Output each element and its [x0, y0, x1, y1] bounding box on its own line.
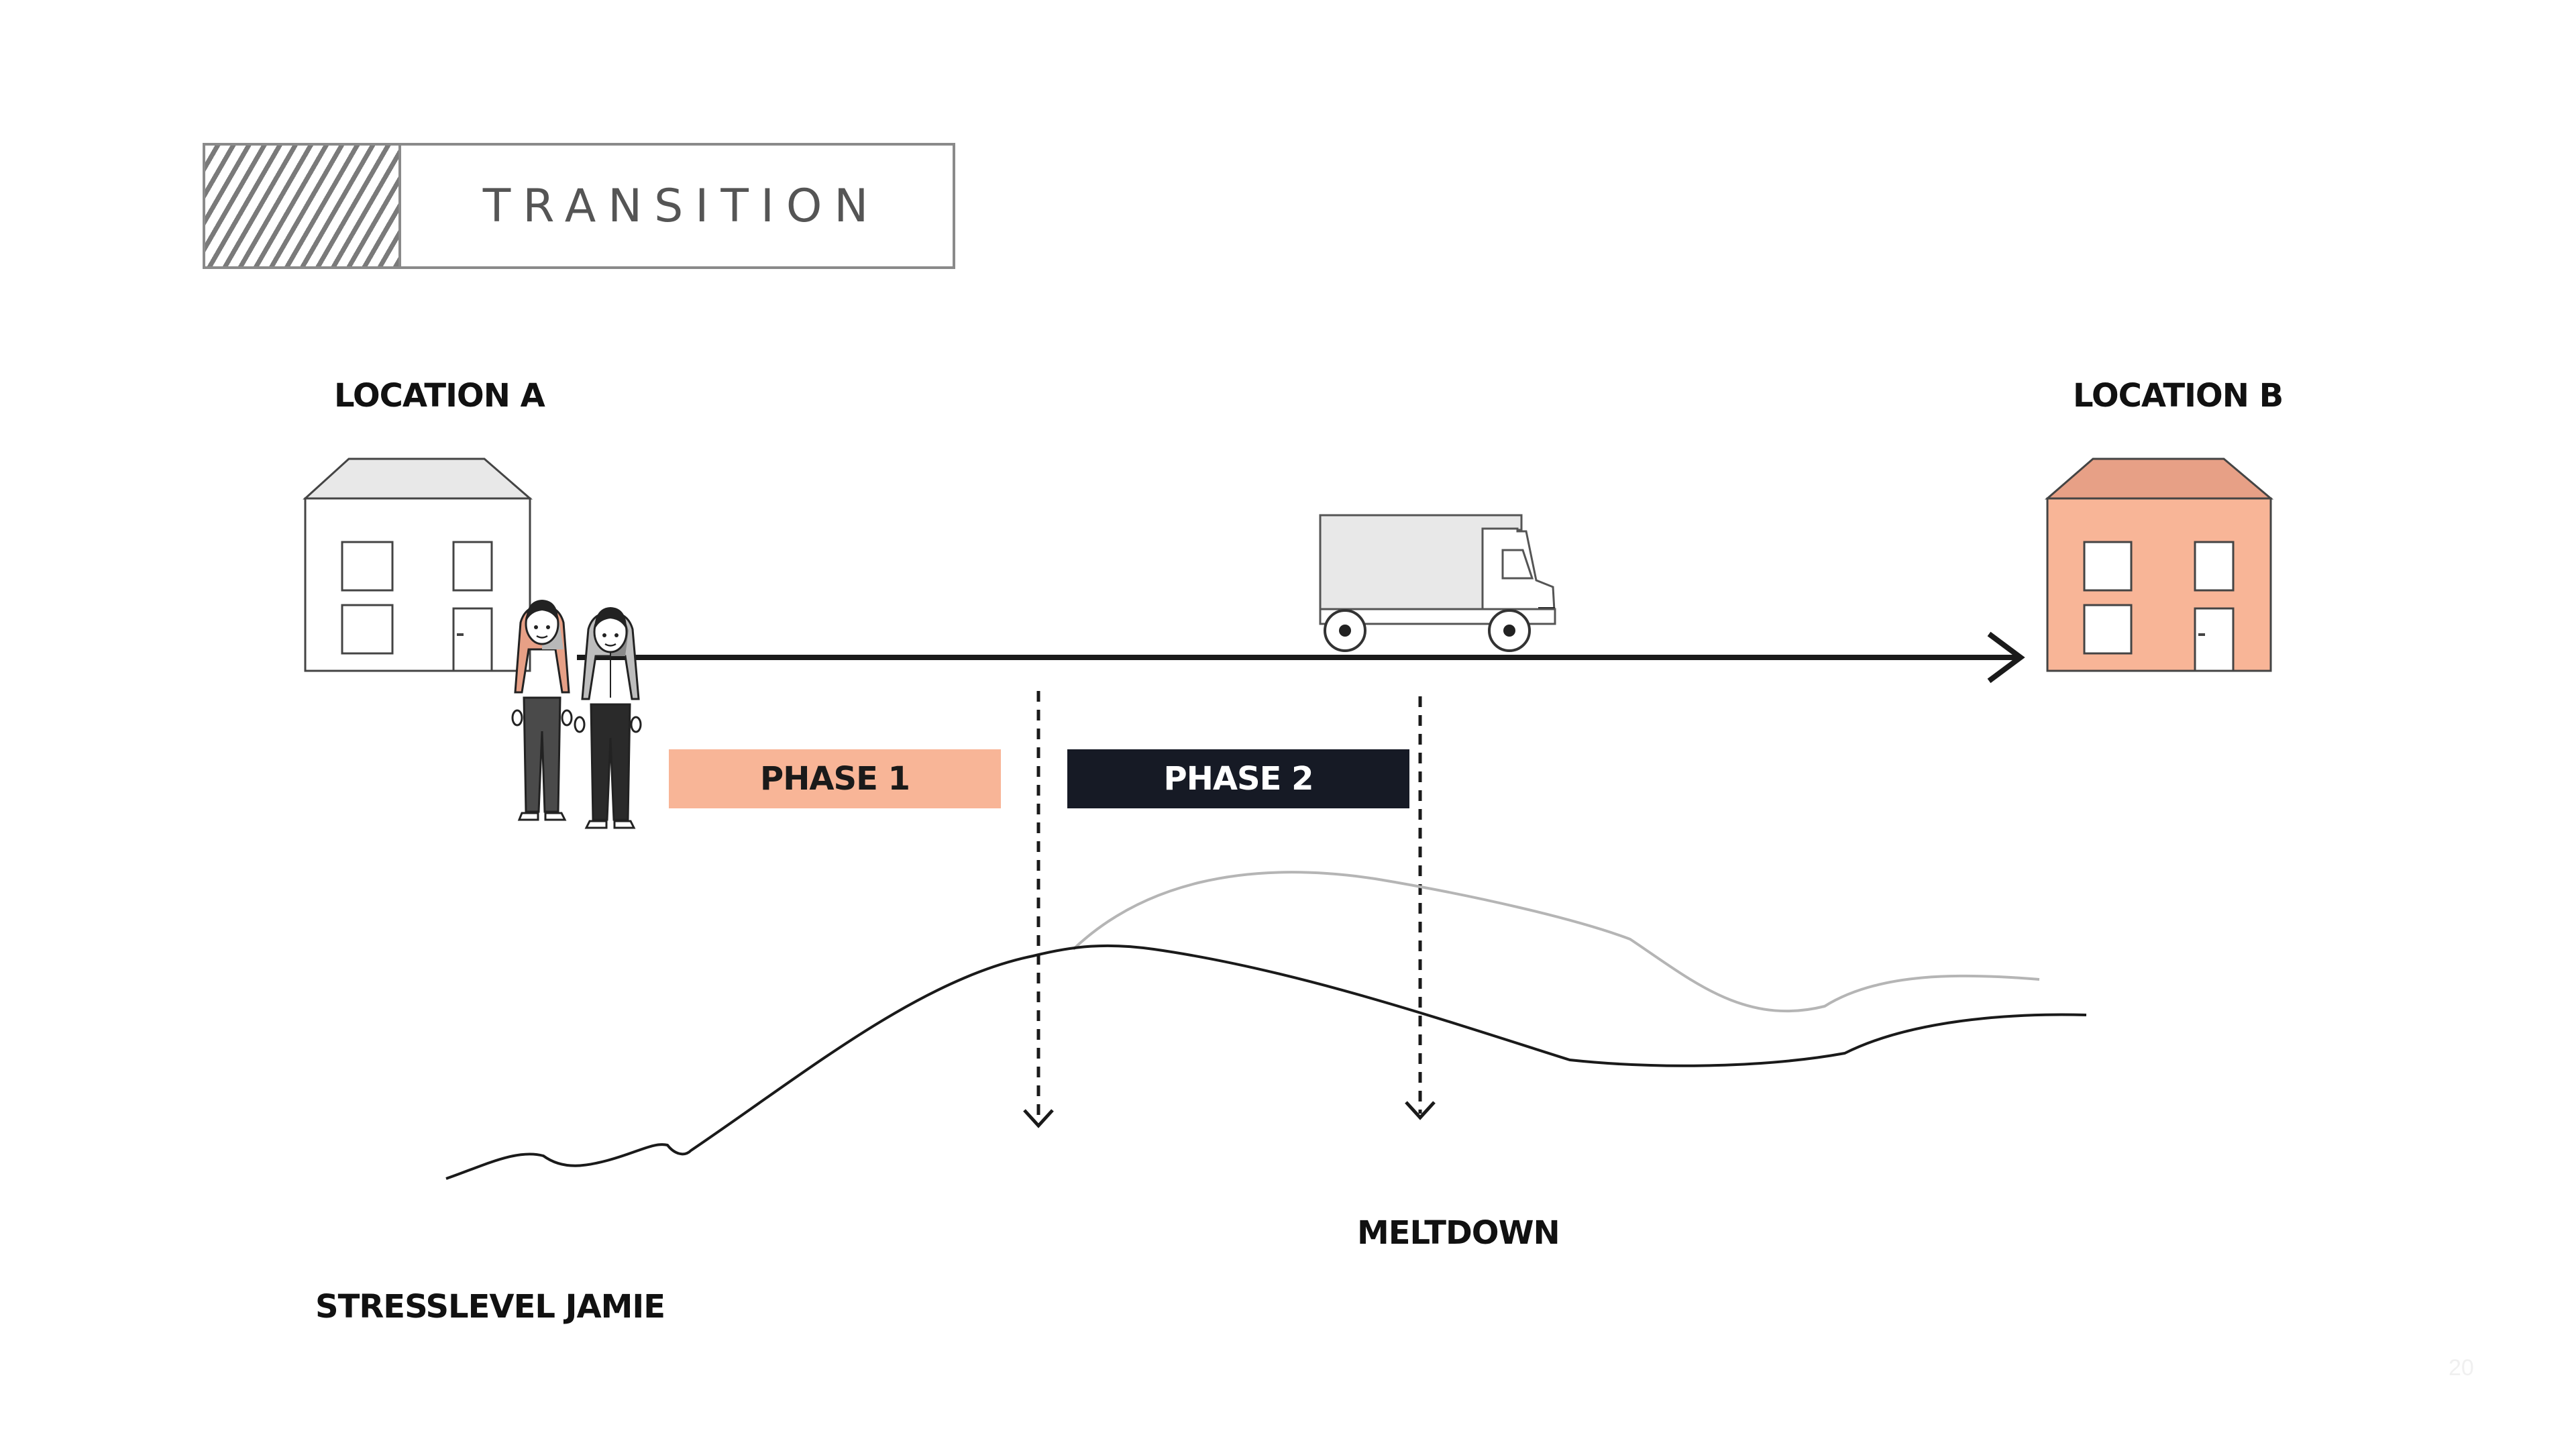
- stress-level-label: STRESSLEVEL JAMIE: [315, 1288, 665, 1326]
- phase-2-bar: PHASE 2: [1067, 749, 1409, 808]
- meltdown-label: MELTDOWN: [1357, 1214, 1560, 1252]
- slide-title: TRANSITION: [482, 179, 881, 233]
- phase-1-bar: PHASE 1: [669, 749, 1001, 808]
- person-jamie-icon: [511, 600, 573, 821]
- house-a-icon: [303, 458, 533, 672]
- stress-curve: [445, 944, 2087, 1180]
- slide-number: 20: [2449, 1355, 2474, 1381]
- location-a-label: LOCATION A: [334, 377, 545, 415]
- house-b-icon: [2044, 458, 2274, 672]
- timeline-arrow: [577, 631, 2025, 684]
- location-b-label: LOCATION B: [2073, 377, 2284, 415]
- stress-curve-alternate: [1072, 871, 2040, 1013]
- title-box: TRANSITION: [203, 143, 955, 269]
- phase-1-label: PHASE 1: [760, 760, 910, 798]
- hatch-pattern: [205, 146, 401, 266]
- phase-2-label: PHASE 2: [1163, 760, 1314, 798]
- truck-icon: [1319, 514, 1556, 652]
- meltdown-marker: [1405, 696, 1436, 1120]
- person-companion-icon: [574, 607, 642, 829]
- phase-boundary-marker: [1023, 691, 1054, 1128]
